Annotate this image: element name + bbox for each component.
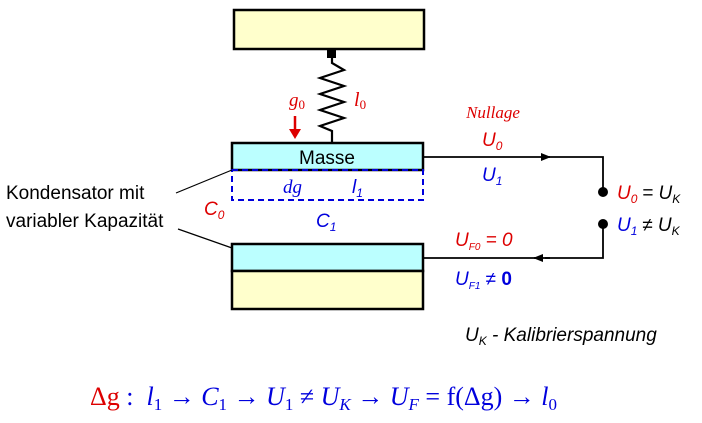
terminal-u0-equation: U0=UK [617, 183, 681, 206]
u0-label: U0 [482, 130, 503, 153]
c1-label: C1 [316, 211, 336, 234]
bottom-plate [230, 242, 425, 273]
capacitor-label-line2: variabler Kapazität [6, 211, 164, 232]
l0-label: l0 [354, 89, 366, 112]
l1-label: l1 [352, 177, 363, 200]
nullage-label: Nullage [465, 103, 520, 122]
mass-label: Masse [299, 148, 355, 169]
capacitor-label-line1: Kondensator mit [6, 183, 145, 204]
uf0-label: UF0 = 0 [455, 230, 513, 253]
bottom-base [230, 269, 425, 311]
feedback-signal-line [545, 224, 604, 259]
displacement-box [231, 169, 424, 201]
u1-label: U1 [482, 165, 502, 188]
gravity-arrow-icon [289, 129, 301, 139]
output-signal-line-cont [548, 156, 604, 192]
spring-mount [327, 49, 336, 58]
top-frame [232, 8, 426, 51]
uf1-label: UF1 ≠ 0 [455, 269, 512, 292]
capacitor-leader-bottom [177, 228, 233, 249]
terminal-u1-equation: U1≠UK [617, 215, 681, 238]
spring [316, 58, 348, 143]
measurement-chain-formula: Δg : l1 → C1 → U1 ≠ UK → UF = f(Δg) → l0 [90, 382, 557, 414]
capacitor-leader-top [175, 169, 233, 194]
g0-label: g0 [289, 90, 305, 112]
calibration-voltage-legend: UK - Kalibrierspannung [465, 325, 657, 348]
terminal-u0 [598, 187, 608, 197]
dg-label: dg [283, 177, 302, 198]
c0-label: C0 [204, 199, 225, 222]
